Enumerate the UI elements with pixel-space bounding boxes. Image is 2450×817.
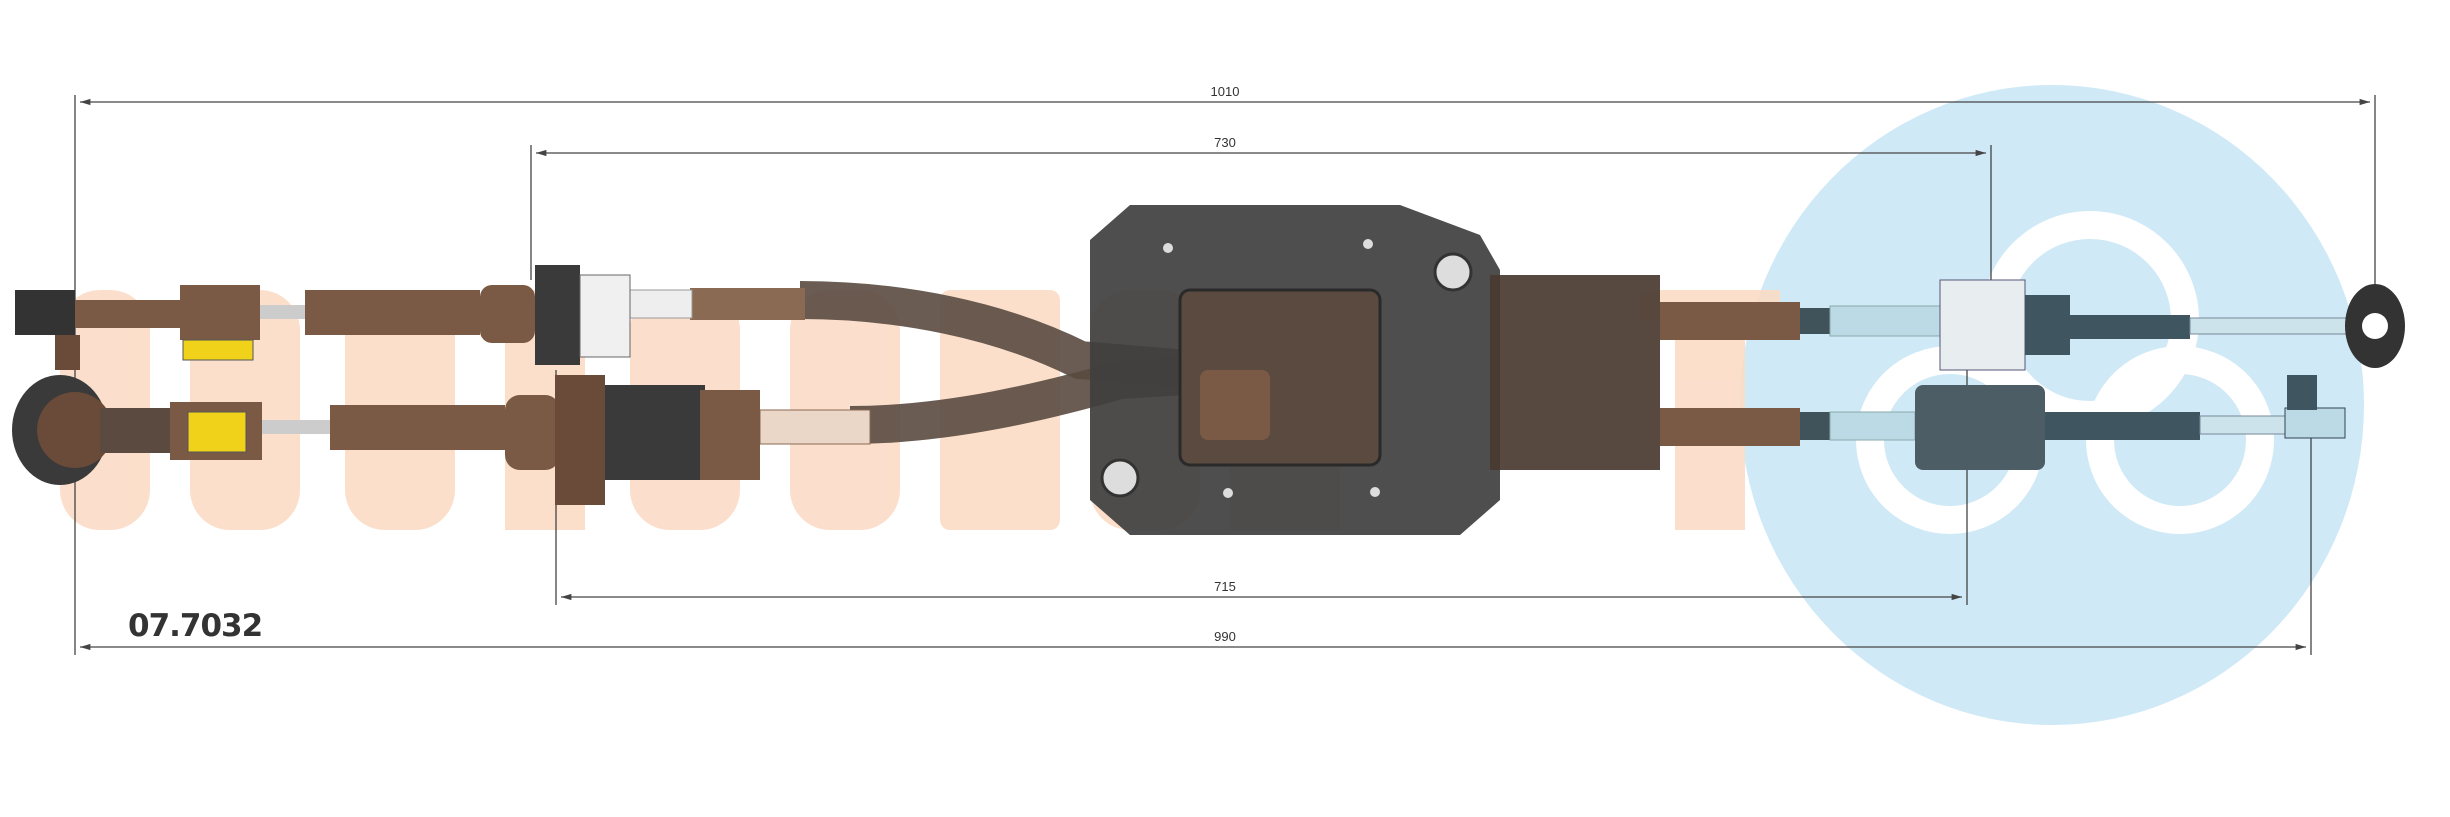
part-number: 07.7032 bbox=[128, 608, 263, 644]
upper-cable bbox=[629, 279, 2405, 389]
dim-label-730: 730 bbox=[1214, 135, 1236, 150]
dim-label-715: 715 bbox=[1214, 579, 1236, 594]
watermark-logo-icon bbox=[1740, 85, 2364, 725]
shifter-housing bbox=[1090, 205, 1660, 535]
dim-label-990: 990 bbox=[1214, 629, 1236, 644]
left-lower-end-fitting bbox=[12, 375, 760, 505]
dimension-lines bbox=[74, 95, 2376, 655]
dim-label-1010: 1010 bbox=[1211, 84, 1240, 99]
left-upper-end-fitting bbox=[15, 265, 631, 370]
